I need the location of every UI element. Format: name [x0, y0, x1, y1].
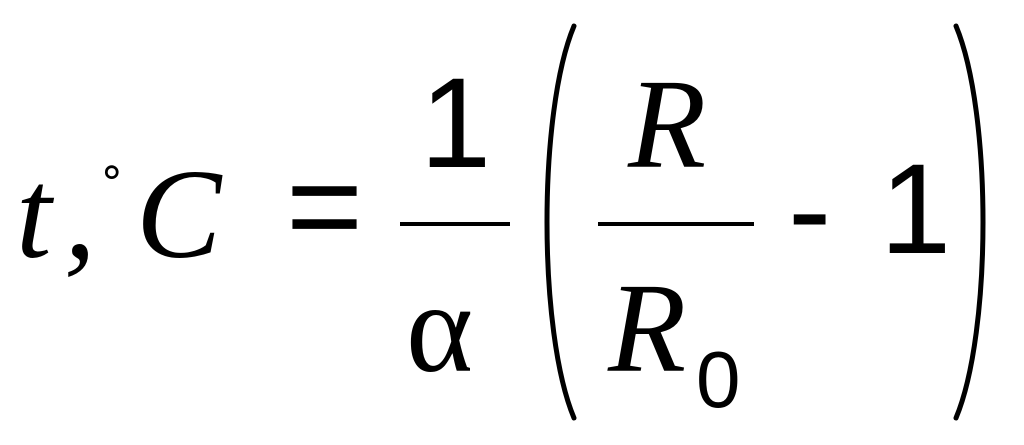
right-parenthesis	[953, 23, 986, 421]
left-parenthesis	[544, 23, 577, 421]
degree-symbol: ∘	[98, 147, 126, 196]
equals-sign: =	[286, 132, 364, 279]
variable-t: t	[16, 143, 52, 285]
inner-fraction-bar	[598, 222, 754, 226]
comma: ,	[64, 143, 96, 285]
subtracted-one: 1	[880, 138, 952, 281]
outer-denominator-alpha: α	[406, 257, 474, 399]
outer-numerator: 1	[420, 52, 492, 195]
unit-celsius: C	[136, 143, 222, 285]
outer-fraction-bar	[400, 222, 510, 226]
minus-sign: -	[788, 136, 832, 282]
subscript-zero: 0	[696, 335, 741, 424]
inner-numerator-r: R	[628, 53, 707, 195]
inner-denominator-r: R	[608, 257, 687, 399]
